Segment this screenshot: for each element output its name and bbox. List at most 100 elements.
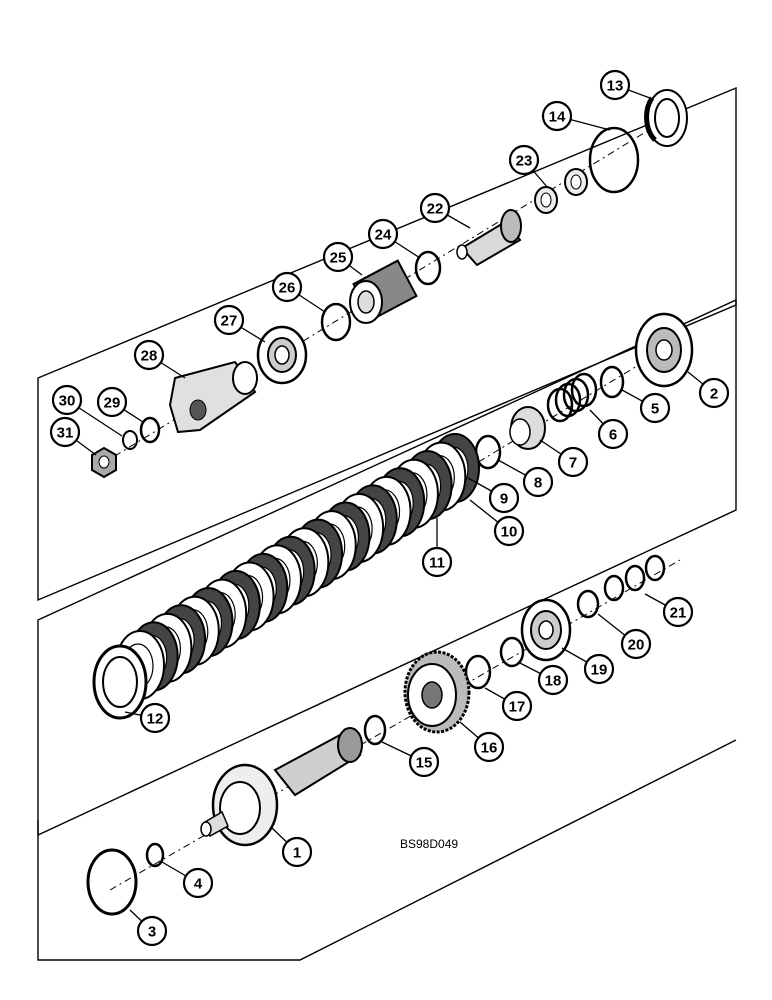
- part-17-snap-ring: [464, 654, 492, 690]
- part-20-snap-ring: [576, 589, 600, 619]
- callout-circle: [96, 386, 128, 418]
- part-21-snap-rings: [603, 554, 666, 602]
- callout-20: 20: [620, 628, 652, 660]
- callout-18: 18: [537, 664, 569, 696]
- callout-circle: [213, 304, 245, 336]
- callout-26: 26: [271, 271, 303, 303]
- part-12-end-plate: [92, 644, 148, 720]
- callout-circle: [583, 653, 615, 685]
- callout-number: 6: [609, 427, 617, 444]
- lower-frame: [37, 739, 737, 961]
- part-30-washer: [122, 430, 138, 450]
- callout-17: 17: [501, 690, 533, 722]
- callout-7: 7: [557, 446, 589, 478]
- callout-number: 3: [148, 924, 156, 941]
- callout-circle: [367, 218, 399, 250]
- callout-6: 6: [597, 418, 629, 450]
- callout-number: 12: [147, 711, 164, 728]
- callout-number: 5: [651, 401, 659, 418]
- part-23-bearing-pair: [534, 168, 588, 214]
- part-2-bearing: [634, 312, 694, 388]
- figure-code: BS98D049: [400, 837, 458, 851]
- callout-15: 15: [408, 746, 440, 778]
- part-31-nut: [91, 446, 117, 479]
- callout-16: 16: [473, 731, 505, 763]
- callout-13: 13: [599, 69, 631, 101]
- callout-circle: [182, 867, 214, 899]
- callout-5: 5: [639, 392, 671, 424]
- part-7-piston: [509, 406, 546, 450]
- part-5-snap-ring: [599, 365, 625, 399]
- callout-number: 1: [293, 845, 301, 862]
- callout-circle: [599, 69, 631, 101]
- callout-circle: [136, 915, 168, 947]
- callout-9: 9: [488, 482, 520, 514]
- part-13-seal: [644, 89, 688, 147]
- callout-number: 20: [628, 637, 645, 654]
- callout-number: 23: [516, 153, 533, 170]
- callout-number: 8: [534, 475, 542, 492]
- callout-circle: [597, 418, 629, 450]
- callout-30: 30: [51, 384, 83, 416]
- part-3-ring: [86, 848, 138, 916]
- callout-circle: [133, 339, 165, 371]
- callout-number: 10: [501, 524, 518, 541]
- callout-circle: [639, 392, 671, 424]
- callout-circle: [51, 384, 83, 416]
- part-15-snap-ring: [363, 714, 387, 746]
- callout-number: 31: [57, 425, 74, 442]
- part-14-snap-ring: [588, 126, 640, 194]
- callout-number: 19: [591, 662, 608, 679]
- callout-number: 17: [509, 699, 526, 716]
- callout-number: 25: [330, 250, 347, 267]
- callout-circle: [139, 702, 171, 734]
- part-29-washer: [139, 416, 161, 444]
- callout-number: 29: [104, 395, 121, 412]
- callout-number: 26: [279, 280, 296, 297]
- callout-number: 30: [59, 393, 76, 410]
- lower-axis-line: [109, 559, 681, 891]
- callout-22: 22: [419, 192, 451, 224]
- callout-number: 13: [607, 78, 624, 95]
- callout-27: 27: [213, 304, 245, 336]
- callout-1: 1: [281, 836, 313, 868]
- callout-10: 10: [493, 515, 525, 547]
- callout-circle: [662, 596, 694, 628]
- callout-number: 14: [549, 109, 566, 126]
- part-24-snap-ring: [414, 250, 442, 286]
- callout-21: 21: [662, 596, 694, 628]
- part-6-spring: [546, 372, 598, 423]
- callout-number: 21: [670, 605, 687, 622]
- callout-number: 28: [141, 348, 158, 365]
- callout-number: 16: [481, 740, 498, 757]
- callout-number: 18: [545, 673, 562, 690]
- callout-number: 7: [569, 455, 577, 472]
- callout-number: 22: [427, 201, 444, 218]
- callout-circle: [473, 731, 505, 763]
- callout-circle: [49, 416, 81, 448]
- part-4-snap-ring: [145, 842, 165, 868]
- callout-circle: [488, 482, 520, 514]
- callout-8: 8: [522, 466, 554, 498]
- callout-number: 2: [710, 386, 718, 403]
- callout-circle: [620, 628, 652, 660]
- callout-12: 12: [139, 702, 171, 734]
- part-26-snap-ring: [320, 302, 352, 342]
- callout-circle: [557, 446, 589, 478]
- callout-circle: [698, 377, 730, 409]
- callout-circle: [541, 100, 573, 132]
- part-1-clutch-shaft: [200, 727, 363, 847]
- callout-number: 11: [429, 555, 445, 572]
- part-18-snap-ring: [499, 636, 525, 668]
- callout-3: 3: [136, 915, 168, 947]
- callout-circle: [281, 836, 313, 868]
- callout-circle: [322, 241, 354, 273]
- part-28-yoke: [168, 360, 258, 434]
- callout-number: 27: [221, 313, 238, 330]
- callout-24: 24: [367, 218, 399, 250]
- callout-number: 4: [194, 876, 203, 893]
- callout-circle: [508, 144, 540, 176]
- callout-28: 28: [133, 339, 165, 371]
- callout-circle: [408, 746, 440, 778]
- callout-circle: [501, 690, 533, 722]
